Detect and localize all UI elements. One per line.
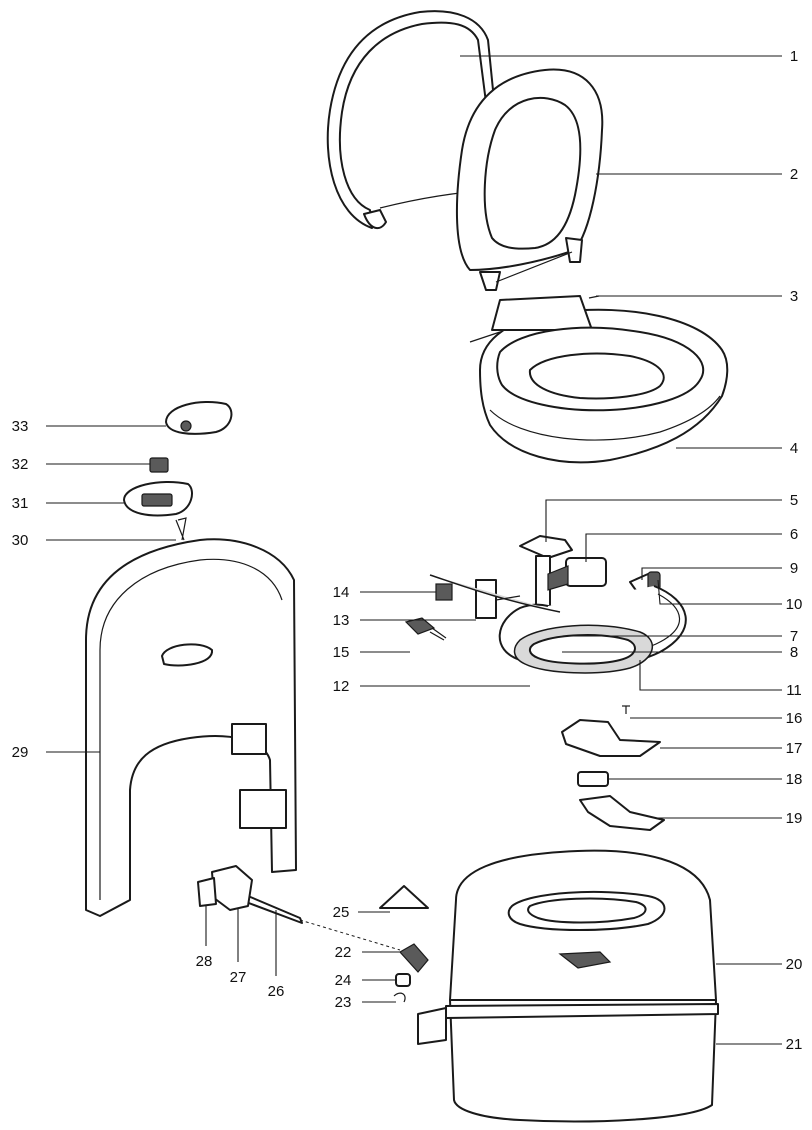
callout-7: 7 — [790, 628, 798, 645]
callout-21: 21 — [786, 1036, 803, 1053]
callout-27: 27 — [230, 969, 247, 986]
callout-19: 19 — [786, 810, 803, 827]
callout-14: 14 — [333, 584, 350, 601]
part-20-tank-top — [449, 849, 717, 1020]
callout-16: 16 — [786, 710, 803, 727]
callout-15: 15 — [333, 644, 350, 661]
part-22-lever-hook — [399, 943, 429, 973]
callout-31: 31 — [12, 495, 29, 512]
part-27-drain-housing — [211, 865, 253, 911]
callout-20: 20 — [786, 956, 803, 973]
part-24-bushing — [395, 973, 411, 987]
part-29-cover-casing — [85, 538, 297, 917]
part-28-drain-knob — [197, 877, 217, 907]
part-31-control-panel — [123, 480, 193, 517]
callout-17: 17 — [786, 740, 803, 757]
callout-11: 11 — [786, 682, 802, 699]
callout-23: 23 — [335, 994, 352, 1011]
part-17-bracket-top — [561, 719, 661, 757]
part-14-pump-switch — [435, 583, 453, 601]
callout-4: 4 — [790, 440, 798, 457]
part-15-wire-connector — [404, 617, 447, 641]
part-26-push-rod — [245, 895, 401, 951]
part-5-valve-cap — [519, 535, 573, 607]
part-32-switch-button — [149, 457, 169, 473]
callout-32: 32 — [12, 456, 29, 473]
callout-numbers: 1 2 3 4 5 6 7 8 9 10 11 12 13 14 15 16 1… — [12, 48, 803, 1053]
callout-30: 30 — [12, 532, 29, 549]
callout-1: 1 — [790, 48, 798, 65]
part-25-cone-cap — [379, 885, 429, 909]
part-4-bowl-top — [479, 295, 729, 464]
part-30-mount-screw — [175, 517, 187, 541]
part-21-tank-bottom — [417, 999, 719, 1123]
part-6-valve-body — [547, 557, 607, 591]
callout-25: 25 — [333, 904, 350, 921]
callout-9: 9 — [790, 560, 798, 577]
callout-8: 8 — [790, 644, 798, 661]
part-13-pump-bracket — [429, 574, 561, 619]
callout-6: 6 — [790, 526, 798, 543]
leader-lines — [46, 55, 782, 1045]
callout-33: 33 — [12, 418, 29, 435]
callout-29: 29 — [12, 744, 29, 761]
callout-18: 18 — [786, 771, 803, 788]
part-23-spring-clip — [393, 992, 406, 1003]
callout-13: 13 — [333, 612, 350, 629]
part-16-screw — [622, 705, 630, 714]
part-19-bracket-bottom — [579, 795, 665, 831]
callout-24: 24 — [335, 972, 352, 989]
part-33-panel-cover — [165, 401, 233, 435]
callout-2: 2 — [790, 166, 798, 183]
callout-22: 22 — [335, 944, 352, 961]
callout-10: 10 — [786, 596, 803, 613]
callout-5: 5 — [790, 492, 798, 509]
callout-12: 12 — [333, 678, 350, 695]
part-2-seat-lid — [455, 68, 604, 291]
part-12-flush-ring — [513, 624, 654, 674]
callout-28: 28 — [196, 953, 213, 970]
callout-26: 26 — [268, 983, 285, 1000]
callout-3: 3 — [790, 288, 798, 305]
part-18-clip — [577, 771, 609, 787]
